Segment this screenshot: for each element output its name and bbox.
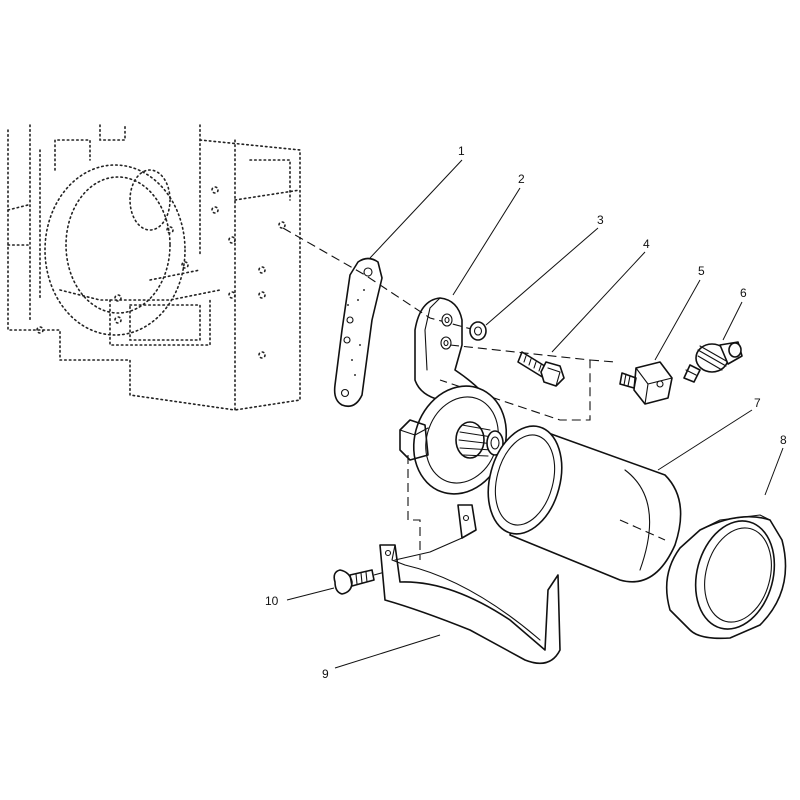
part-8-retaining-ring <box>665 514 787 640</box>
leader-9 <box>334 634 441 669</box>
part-6-pressure-switch <box>683 341 743 383</box>
leader-6 <box>722 301 743 341</box>
leader-2 <box>452 187 521 296</box>
part-4-bolt <box>517 351 565 387</box>
callout-4: 4 <box>643 237 650 251</box>
leader-3 <box>485 227 599 326</box>
part-9-strap <box>379 504 561 665</box>
callout-6: 6 <box>740 286 747 300</box>
part-7-filter-canister <box>487 425 682 583</box>
callout-1: 1 <box>458 144 465 158</box>
leader-8 <box>764 447 784 496</box>
engine-block-outline <box>7 124 301 411</box>
callout-10: 10 <box>265 594 279 608</box>
part-5-sender-block <box>619 361 673 405</box>
callout-8: 8 <box>780 433 787 447</box>
leader-1 <box>369 159 463 259</box>
leader-7 <box>657 409 753 471</box>
callout-9: 9 <box>322 667 329 681</box>
callout-7: 7 <box>754 396 761 410</box>
leader-lines <box>286 159 784 669</box>
leader-5 <box>654 279 701 361</box>
part-10-screw <box>333 569 386 595</box>
callout-5: 5 <box>698 264 705 278</box>
callout-labels: 1 2 3 4 5 6 7 8 9 10 <box>265 144 787 681</box>
part-2-filter-head <box>399 297 508 495</box>
leader-10 <box>286 587 335 601</box>
callout-3: 3 <box>597 213 604 227</box>
part-3-washer <box>469 321 487 341</box>
leader-4 <box>551 251 646 353</box>
part-1-gasket <box>333 257 383 408</box>
callout-2: 2 <box>518 172 525 186</box>
